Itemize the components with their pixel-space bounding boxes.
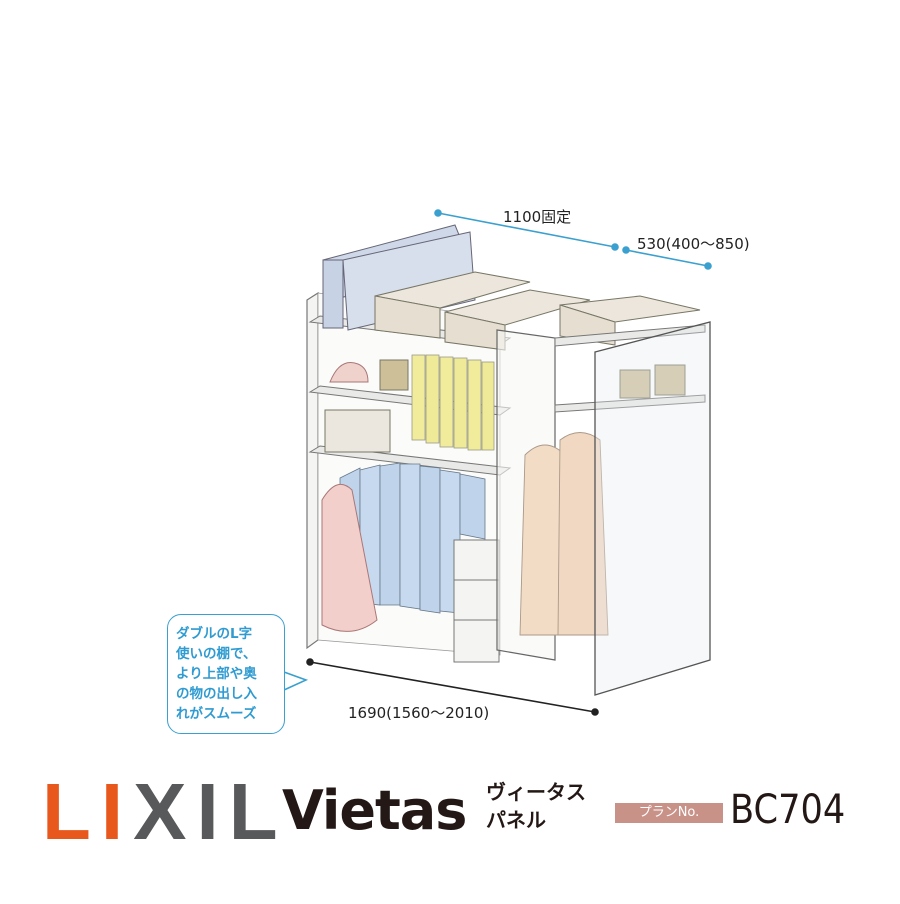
width-dimension-label: 1100固定 <box>503 208 572 226</box>
callout-line: より上部や奥 <box>176 666 257 682</box>
dimension-lines <box>434 209 712 270</box>
right-top-shelf <box>554 324 706 347</box>
handbag-2 <box>619 369 651 399</box>
handbag-1 <box>379 359 409 391</box>
callout-line: 使いの棚で、 <box>176 646 257 662</box>
logo-letter: I <box>196 767 229 856</box>
drawer-unit <box>453 539 500 663</box>
callout-tail <box>283 671 309 691</box>
garment-bag <box>321 483 378 632</box>
lixil-logo: LIXIL <box>42 772 288 852</box>
depth-dimension-label: 530(400〜850) <box>637 235 750 253</box>
storage-box-1-front <box>374 295 441 339</box>
logo-letter: I <box>100 767 134 856</box>
length-dimension-label: 1690(1560〜2010) <box>348 704 490 722</box>
logo-letter: L <box>42 767 101 856</box>
length-dimension-line <box>306 658 599 716</box>
handbag-3 <box>654 364 686 396</box>
plan-number: BC704 <box>730 787 846 833</box>
logo-letter: X <box>133 767 197 856</box>
storage-basket <box>324 409 391 453</box>
shoes <box>329 362 369 383</box>
callout-line: の物の出し入 <box>176 686 257 702</box>
right-middle-shelf <box>554 394 706 413</box>
yellow-garments <box>411 354 495 451</box>
callout-line: れがスムーズ <box>176 706 257 722</box>
product-name-line1: ヴィータス <box>486 780 586 804</box>
storage-case-1-front <box>322 259 344 329</box>
feature-callout: ダブルのL字 使いの棚で、 より上部や奥 の物の出し入 れがスムーズ <box>167 614 285 734</box>
logo-letter: L <box>228 767 288 856</box>
product-name-line2: パネル <box>486 808 546 832</box>
product-name: ヴィータス パネル <box>486 778 586 834</box>
series-name: Vietas <box>282 779 467 842</box>
right-side-panel <box>594 321 711 696</box>
callout-line: ダブルのL字 <box>176 626 253 642</box>
plan-label-badge: プランNo. <box>615 803 723 823</box>
left-side-panel <box>306 291 319 650</box>
